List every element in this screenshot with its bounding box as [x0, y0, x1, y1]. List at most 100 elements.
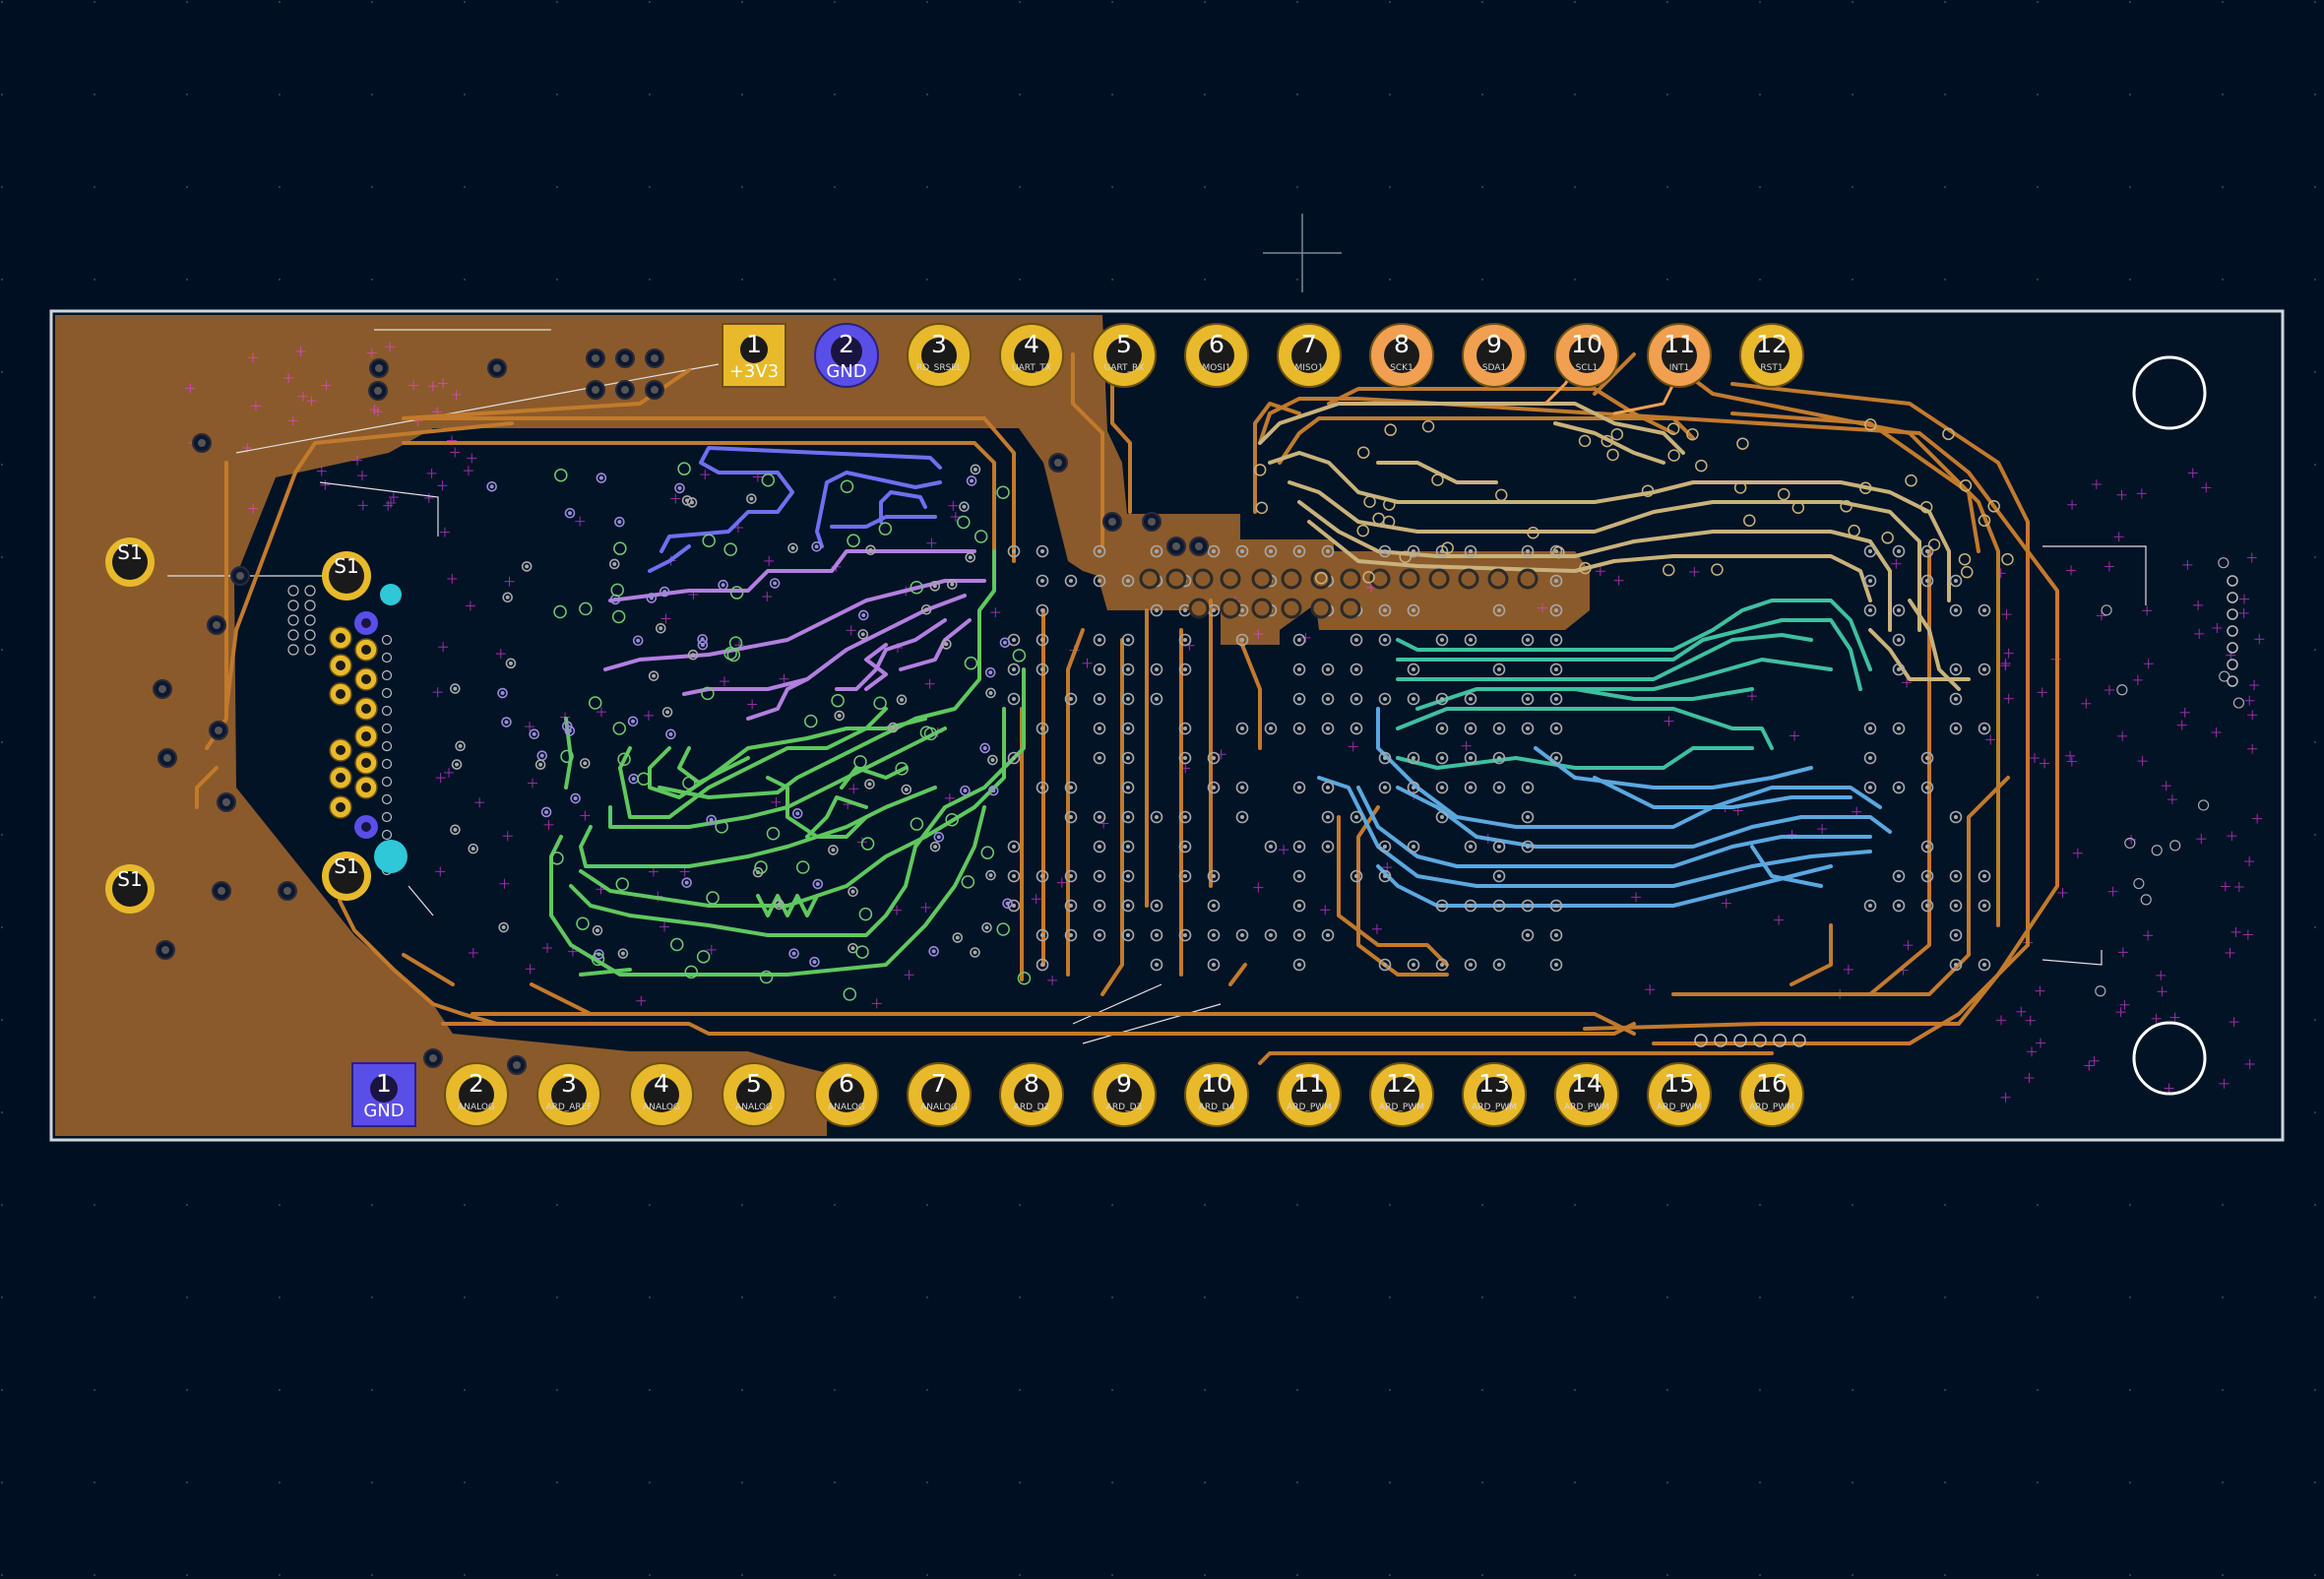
top-header-pin-net: +3V3 [729, 361, 779, 382]
bottom-header-pin-number: 8 [1024, 1069, 1039, 1098]
bottom-header-pin-number: 11 [1293, 1069, 1325, 1098]
bottom-header-pin-net: ARD_PWM [1749, 1103, 1794, 1112]
top-header-pin-net: MOSI1 [1203, 363, 1231, 373]
bottom-header-pin-number: 14 [1571, 1069, 1602, 1098]
top-header-pin-number: 6 [1209, 330, 1225, 358]
bottom-header-pin-number: 3 [561, 1069, 577, 1098]
bottom-header-pin-net: ARD_D3 [1106, 1103, 1143, 1112]
bottom-header-pin-number: 13 [1478, 1069, 1510, 1098]
bottom-header-pin-number: 16 [1756, 1069, 1788, 1098]
component-pads [287, 418, 2245, 1047]
bottom-pin-header: 1GND2ANALOG3ARD_AREF4ANALOG5ANALOG6ANALO… [351, 1062, 1804, 1127]
top-header-pin-net: SCL1 [1576, 363, 1599, 373]
bottom-header-pin-net: ARD_D4 [1199, 1103, 1235, 1112]
top-header-pin-number: 4 [1024, 330, 1039, 358]
silkscreen-lines [167, 329, 2147, 1044]
bottom-header-pin-net: ARD_AREF [545, 1103, 592, 1112]
top-header-pin-number: 11 [1664, 330, 1695, 358]
top-header-pin-number: 5 [1116, 330, 1132, 358]
top-header-pin-number: 10 [1571, 330, 1602, 358]
top-header-pin-net: SCK1 [1390, 363, 1413, 373]
shield-pad-label: S1 [334, 554, 358, 578]
bottom-header-pin-number: 2 [469, 1069, 484, 1098]
top-header-pin-net: MISO1 [1295, 363, 1324, 373]
shield-pad-label: S1 [117, 540, 142, 564]
shield-pad-left-bottom[interactable]: S1 [105, 864, 155, 914]
bottom-header-pin-number: 12 [1386, 1069, 1417, 1098]
mounting-hole-bottom-right[interactable] [2132, 1021, 2207, 1096]
bottom-header-pin-number: 4 [654, 1069, 669, 1098]
top-header-pin-number: 12 [1756, 330, 1788, 358]
top-header-pin-number: 7 [1301, 330, 1317, 358]
top-header-pin-number: 1 [746, 330, 762, 358]
shield-pad-inner-top[interactable]: S1 [322, 551, 371, 600]
top-header-pin-1[interactable]: 1 +3V3 [722, 323, 786, 388]
fiducial-top [380, 584, 402, 605]
ratsnest-layer [185, 342, 2265, 1103]
fiducial-bottom [374, 840, 408, 873]
top-header-pin-net: UART_TX [1012, 363, 1051, 373]
top-header-pin-net: RST1 [1760, 363, 1783, 373]
copper-pour [55, 315, 1334, 1136]
top-header-pin-net: INT1 [1669, 363, 1690, 373]
top-header-pin-number: 9 [1486, 330, 1502, 358]
top-header-pin-number: 2 [839, 330, 854, 358]
bottom-header-pin-number: 6 [839, 1069, 854, 1098]
bottom-header-pin-number: 15 [1664, 1069, 1695, 1098]
bottom-header-pin-net: ARD_D2 [1014, 1103, 1050, 1112]
bottom-header-pin-net: ANALOG [643, 1103, 680, 1112]
bottom-header-pin-net: ARD_PWM [1287, 1103, 1332, 1112]
shield-pad-label: S1 [117, 867, 142, 891]
bottom-header-pin-net: ANALOG [735, 1103, 773, 1112]
shield-pad-inner-bottom[interactable]: S1 [322, 852, 371, 901]
bottom-header-pin-net: ANALOG [458, 1103, 495, 1112]
shield-pad-left-top[interactable]: S1 [105, 537, 155, 587]
bottom-header-pin-net: ARD_PWM [1472, 1103, 1517, 1112]
bottom-header-pin-number: 5 [746, 1069, 762, 1098]
bottom-header-pin-net: ARD_PWM [1379, 1103, 1424, 1112]
mounting-hole-top-right[interactable] [2132, 355, 2207, 430]
bottom-header-pin-number: 9 [1116, 1069, 1132, 1098]
top-header-pin-3[interactable]: 3RD_SRSEL [907, 323, 972, 388]
shield-pad-label: S1 [334, 854, 358, 878]
top-header-pin-net: UART_RX [1104, 363, 1145, 373]
via-layer [153, 348, 1991, 1075]
bottom-header-pin-number: 10 [1201, 1069, 1232, 1098]
top-header-pin-net: GND [826, 361, 866, 382]
bottom-header-pin-net: ANALOG [920, 1103, 958, 1112]
bottom-header-pin-net: ARD_PWM [1564, 1103, 1609, 1112]
top-header-pin-net: RD_SRSEL [916, 363, 962, 373]
top-header-pin-number: 3 [931, 330, 947, 358]
shield-pads: S1 S1 S1 S1 [105, 537, 371, 914]
bottom-header-pin-number: 1 [376, 1069, 392, 1098]
